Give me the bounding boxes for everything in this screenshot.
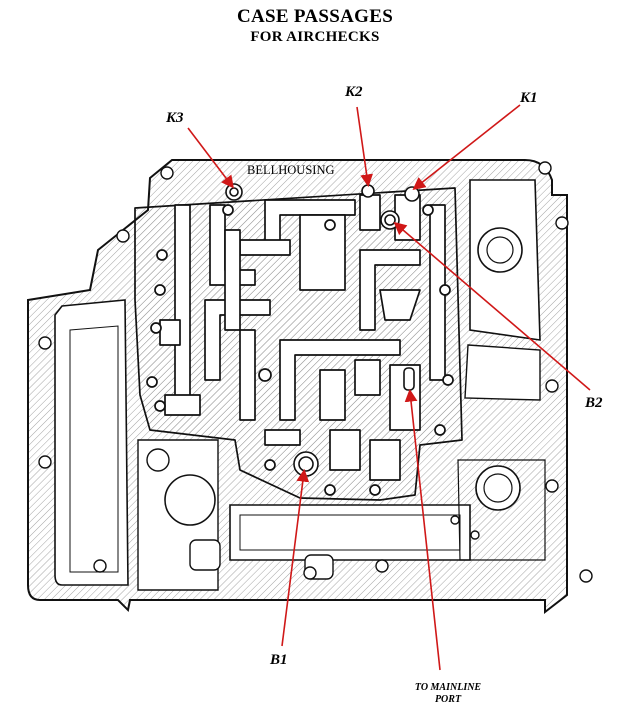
diagram-title: CASE PASSAGES — [236, 6, 394, 27]
leader-lines — [187, 104, 591, 671]
leader-b1 — [281, 468, 310, 647]
callout-b1: B1 — [270, 652, 288, 668]
port-k3 — [225, 183, 243, 201]
callout-k3: K3 — [166, 110, 184, 126]
callout-k1: K1 — [520, 90, 538, 106]
port-mainline — [403, 367, 415, 391]
port-k2 — [361, 184, 375, 198]
callout-b2: B2 — [585, 395, 603, 411]
mainline-port-label: TO MAINLINE PORT — [393, 682, 503, 706]
callout-k2: K2 — [345, 84, 363, 100]
port-b2 — [380, 210, 400, 230]
leader-mainline — [404, 388, 441, 671]
diagram-subtitle: FOR AIRCHECKS — [250, 29, 380, 45]
port-k1 — [404, 186, 420, 202]
leader-b2 — [393, 221, 591, 391]
port-b1 — [293, 451, 319, 477]
bellhousing-label: BELLHOUSING — [247, 163, 335, 177]
valve-body-passages — [134, 187, 463, 501]
mainline-port-label-line2: PORT — [434, 694, 462, 705]
leader-k2 — [356, 106, 373, 188]
leader-k3 — [187, 127, 234, 189]
mainline-port-label-line1: TO MAINLINE — [414, 682, 482, 693]
leader-k1 — [412, 104, 521, 190]
